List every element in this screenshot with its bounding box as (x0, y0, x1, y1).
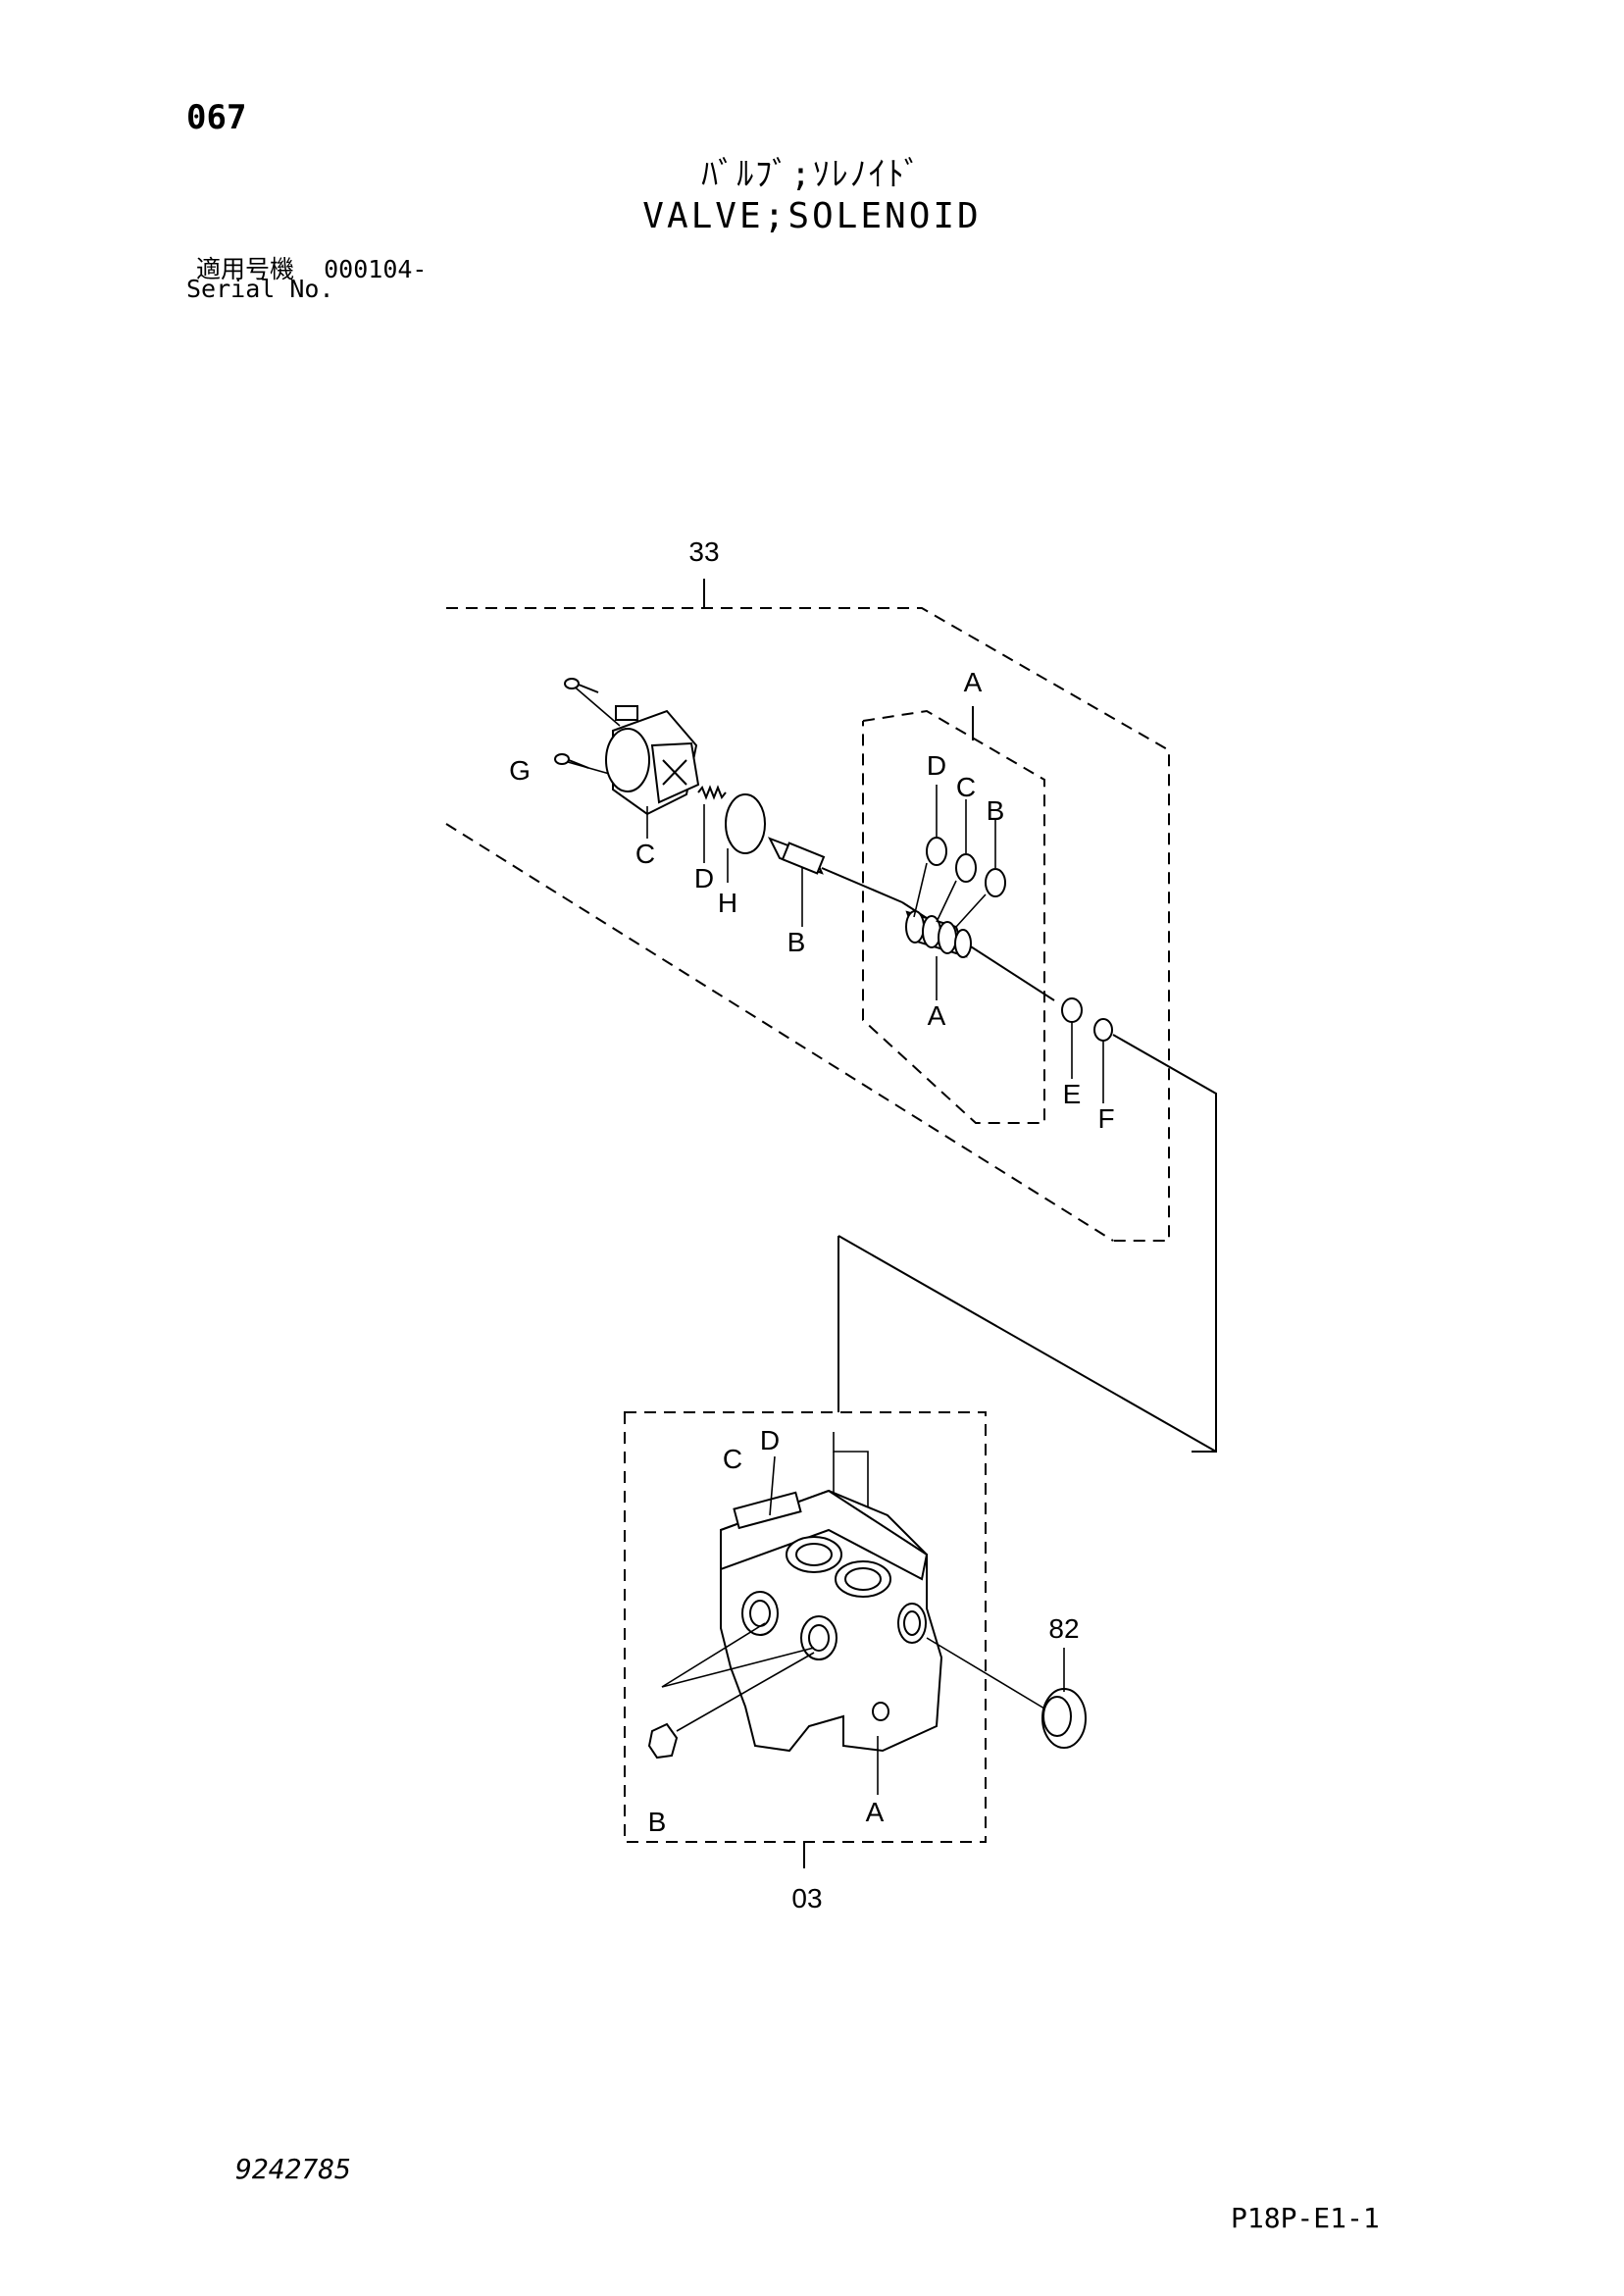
label-body-a: A (866, 1797, 885, 1827)
plug-b (647, 1722, 679, 1760)
assembly-33-outline (445, 579, 1170, 1242)
title-english: VALVE;SOLENOID (642, 196, 982, 236)
solenoid-coil (554, 678, 700, 839)
label-ring-f: F (1097, 1103, 1114, 1134)
label-screw-g: G (509, 755, 531, 786)
label-seal-d: D (927, 750, 946, 781)
label-ring-e: E (1063, 1079, 1082, 1109)
label-body-d: D (760, 1425, 780, 1455)
serial-range: 適用号機 000104- (196, 250, 427, 285)
serial-value: 000104- (324, 255, 428, 283)
valve-body-a (661, 1432, 943, 1795)
connector-to-body (837, 1235, 1217, 1453)
group-a-outline (862, 706, 1045, 1124)
plug-82 (926, 1637, 1087, 1749)
title-japanese: ﾊﾞﾙﾌﾞ;ｿﾚﾉｲﾄﾞ (701, 155, 923, 194)
cartridge-a (901, 785, 1055, 1001)
sheet-id: P18P-E1-1 (1231, 2202, 1380, 2234)
label-seal-b: B (987, 795, 1005, 826)
label-spring-d: D (694, 863, 714, 893)
label-body-c: C (723, 1444, 742, 1474)
drawing-number: 9242785 (235, 2153, 352, 2185)
screw-lower (554, 753, 589, 769)
spool-b (767, 837, 903, 927)
label-oring-h: H (718, 888, 737, 918)
rings-e-f (1061, 997, 1217, 1453)
label-group-a: A (964, 667, 983, 697)
screw-upper (564, 678, 599, 693)
serial-label-jp: 適用号機 (196, 255, 295, 283)
label-plug-82: 82 (1048, 1613, 1079, 1644)
label-seal-c: C (956, 772, 976, 802)
label-cartridge-a: A (928, 1000, 946, 1031)
label-coil-c: C (635, 839, 655, 869)
assembly-03-outline (624, 1411, 987, 1868)
label-assembly-33: 33 (688, 536, 719, 567)
oring-h (725, 793, 766, 883)
page-number: 067 (186, 98, 247, 137)
serial-label-en: Serial No. (186, 275, 334, 303)
spring-d (697, 785, 727, 863)
label-plug-b: B (648, 1807, 667, 1837)
label-spool-b: B (787, 927, 806, 957)
label-assembly-03: 03 (791, 1883, 822, 1913)
